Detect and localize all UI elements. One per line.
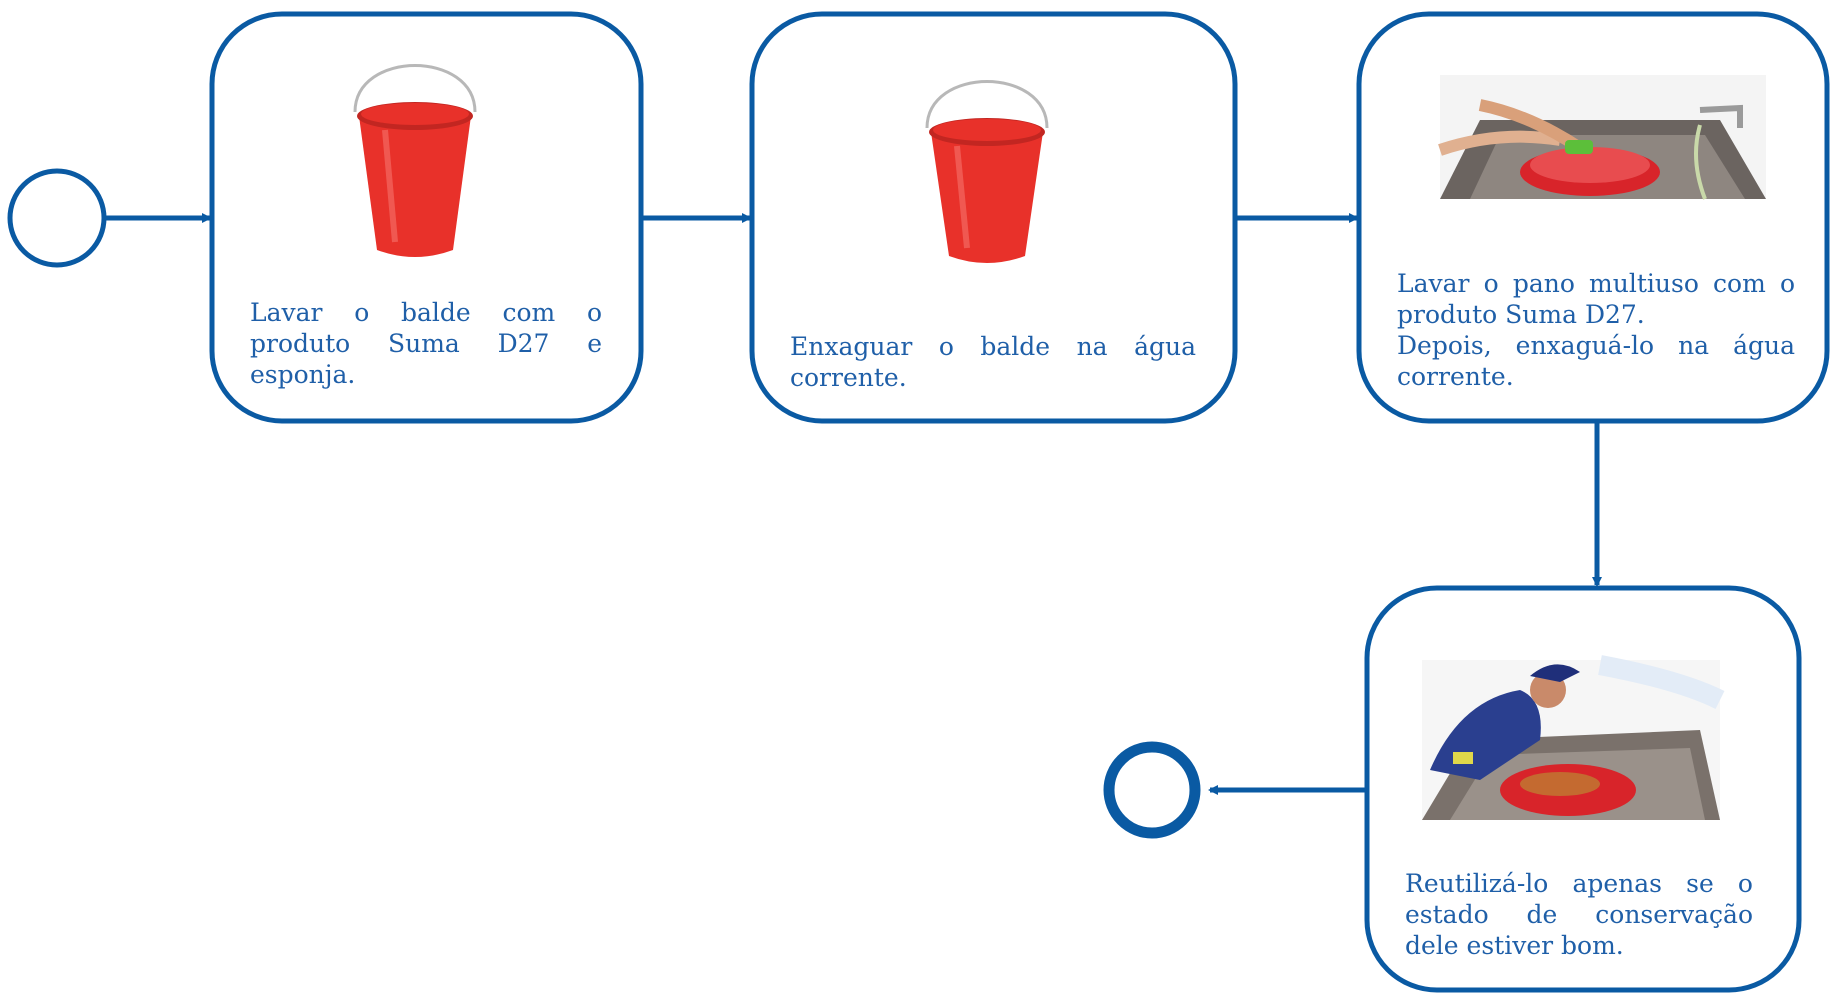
step-3-text-line-1: Lavar o pano multiuso com o produto Suma… <box>1397 269 1795 329</box>
step-4-text: Reutilizá-lo apenas se o estado de conse… <box>1405 869 1753 960</box>
step-3-text-line-2: Depois, enxaguá-lo na água corrente. <box>1397 331 1795 391</box>
red-bucket-image-step-2 <box>925 80 1049 263</box>
step-3-description: Lavar o pano multiuso com o produto Suma… <box>1397 268 1795 392</box>
step-2-description: Enxaguar o balde na água corrente. <box>790 331 1196 393</box>
step-2-text: Enxaguar o balde na água corrente. <box>790 332 1196 392</box>
worker-washing-image <box>1422 655 1725 820</box>
step-1-description: Lavar o balde com o produto Suma D27 e e… <box>250 297 602 390</box>
step-1-text: Lavar o balde com o produto Suma D27 e e… <box>250 298 602 389</box>
red-bucket-image-step-1 <box>353 64 477 257</box>
hands-washing-cloth-image <box>1438 75 1766 200</box>
end-event[interactable] <box>1103 741 1201 839</box>
start-event[interactable] <box>7 168 107 268</box>
step-4-description: Reutilizá-lo apenas se o estado de conse… <box>1405 868 1753 961</box>
